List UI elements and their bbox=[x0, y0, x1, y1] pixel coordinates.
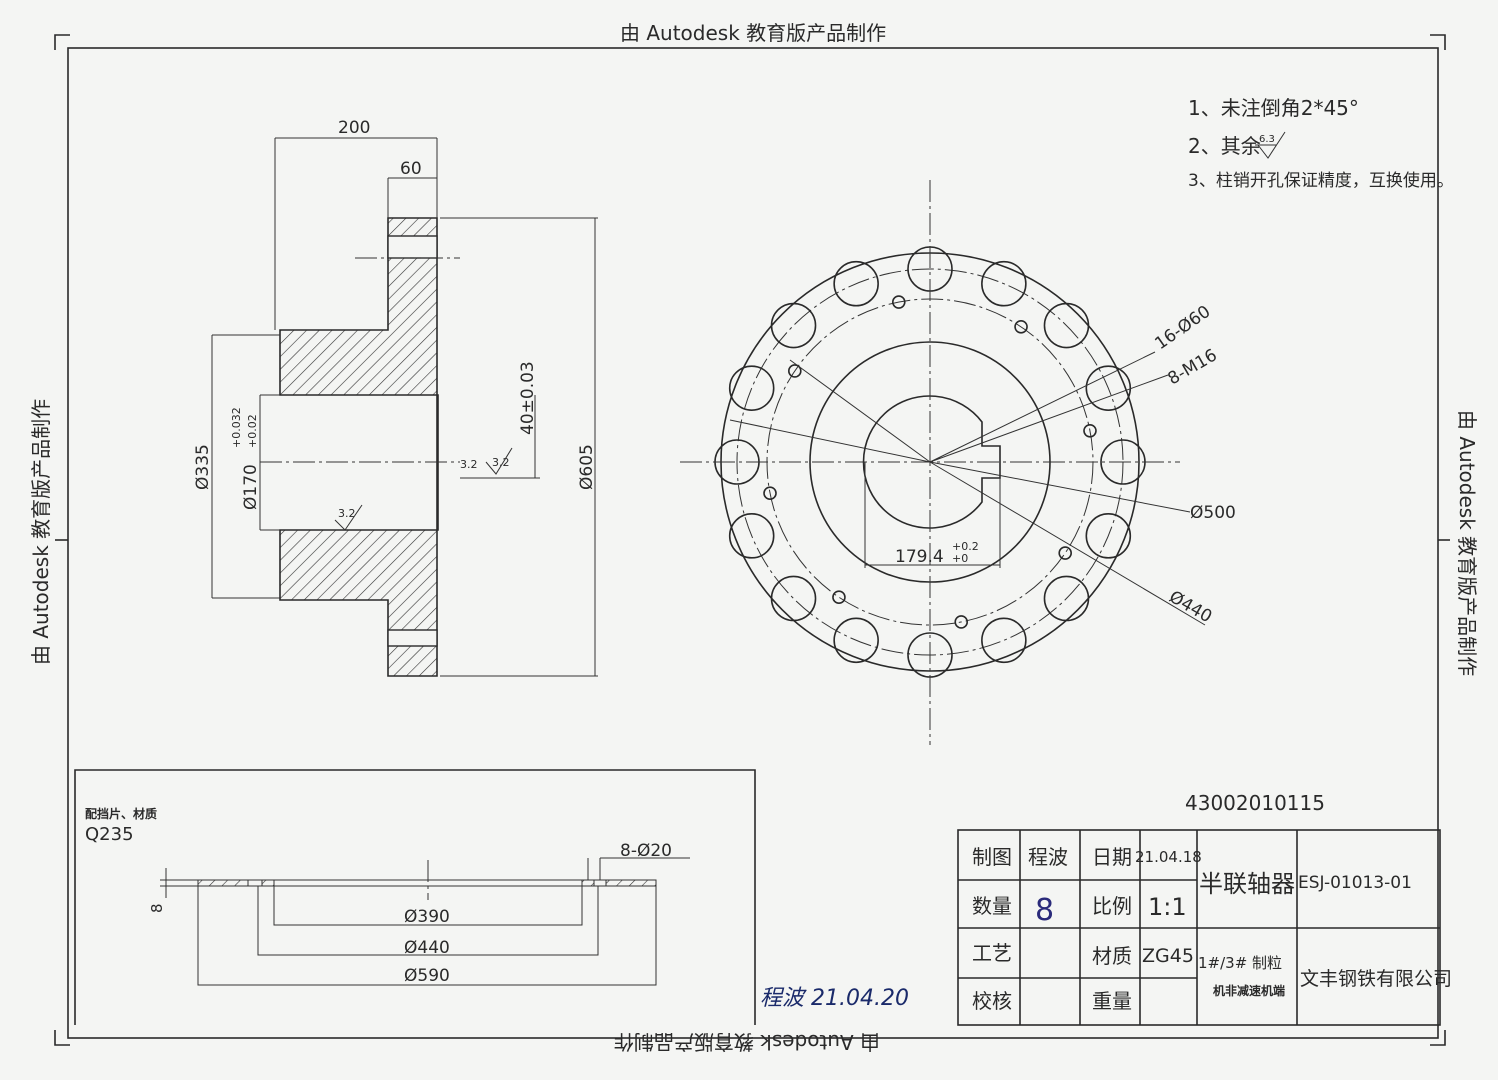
svg-text:16-Ø60: 16-Ø60 bbox=[1151, 302, 1214, 354]
svg-text:Ø440: Ø440 bbox=[1166, 587, 1216, 627]
washer-title: 配挡片、材质 bbox=[85, 806, 157, 821]
autodesk-banner-top: 由 Autodesk 教育版产品制作 bbox=[620, 21, 886, 45]
technical-notes: 1、未注倒角2*45° 2、其余 6.3 3、柱销开孔保证精度，互换使用。 bbox=[1188, 96, 1454, 191]
pin-hole bbox=[728, 365, 775, 411]
washer-detail: 配挡片、材质 Q235 8-Ø20 8 Ø390 Ø440 Ø590 bbox=[74, 769, 756, 1025]
pin-hole bbox=[981, 260, 1027, 307]
svg-text:8-M16: 8-M16 bbox=[1165, 345, 1221, 389]
front-view bbox=[680, 180, 1206, 745]
svg-text:179.4: 179.4 bbox=[895, 547, 944, 567]
svg-text:ESJ-01013-01: ESJ-01013-01 bbox=[1298, 873, 1412, 893]
svg-text:3.2: 3.2 bbox=[460, 458, 478, 471]
note-2: 2、其余 bbox=[1188, 134, 1261, 158]
svg-text:日期: 日期 bbox=[1092, 845, 1132, 869]
svg-text:Ø500: Ø500 bbox=[1190, 503, 1236, 523]
drawing-number: 43002010115 bbox=[1185, 791, 1325, 815]
svg-text:200: 200 bbox=[338, 118, 370, 138]
signature: 程波 21.04.20 bbox=[760, 986, 909, 1011]
roughness-symbol: 6.3 bbox=[1255, 131, 1286, 159]
svg-text:制图: 制图 bbox=[972, 845, 1012, 869]
svg-text:Ø605: Ø605 bbox=[577, 444, 597, 490]
autodesk-banner-left: 由 Autodesk 教育版产品制作 bbox=[29, 399, 53, 665]
pin-hole bbox=[728, 513, 775, 559]
front-view-labels: 16-Ø60 8-M16 Ø500 Ø440 179.4 +0.2 +0 bbox=[895, 302, 1236, 628]
section-view: 200 60 Ø335 Ø170 +0.032 +0.02 40±0.03 Ø6… bbox=[193, 118, 598, 677]
svg-text:8-Ø20: 8-Ø20 bbox=[620, 841, 672, 861]
svg-text:40±0.03: 40±0.03 bbox=[518, 361, 538, 435]
svg-text:Ø170: Ø170 bbox=[241, 464, 261, 510]
svg-text:半联轴器: 半联轴器 bbox=[1199, 870, 1295, 898]
leader-lines bbox=[729, 351, 1206, 626]
pin-hole bbox=[833, 617, 879, 664]
bore-with-keyway bbox=[862, 395, 1001, 529]
threaded-hole bbox=[832, 590, 846, 604]
svg-text:21.04.18: 21.04.18 bbox=[1135, 848, 1202, 866]
pin-hole bbox=[770, 575, 817, 622]
svg-text:Ø335: Ø335 bbox=[193, 444, 213, 490]
svg-text:+0.2: +0.2 bbox=[952, 540, 979, 553]
svg-text:机非减速机端: 机非减速机端 bbox=[1213, 983, 1285, 998]
svg-text:Ø390: Ø390 bbox=[404, 907, 450, 927]
svg-text:1#/3# 制粒: 1#/3# 制粒 bbox=[1198, 954, 1282, 972]
threaded-hole bbox=[1083, 423, 1097, 438]
svg-text:6.3: 6.3 bbox=[1259, 134, 1275, 145]
svg-text:3.2: 3.2 bbox=[338, 507, 356, 520]
svg-text:+0.02: +0.02 bbox=[246, 414, 259, 448]
pin-hole bbox=[770, 302, 817, 349]
title-block: 制图 程波 日期 21.04.18 数量 8 比例 1:1 工艺 材质 ZG45… bbox=[957, 829, 1452, 1026]
svg-text:+0: +0 bbox=[952, 552, 968, 565]
svg-text:材质: 材质 bbox=[1092, 944, 1132, 968]
svg-text:ZG45: ZG45 bbox=[1142, 945, 1194, 967]
pin-hole bbox=[1043, 575, 1090, 622]
note-3: 3、柱销开孔保证精度，互换使用。 bbox=[1188, 170, 1454, 191]
threaded-hole bbox=[763, 486, 777, 501]
threaded-hole bbox=[788, 364, 802, 378]
svg-text:重量: 重量 bbox=[1092, 989, 1132, 1013]
svg-text:工艺: 工艺 bbox=[972, 941, 1012, 965]
autodesk-banner-bottom: 由 Autodesk 教育版产品制作 bbox=[614, 1030, 880, 1054]
threaded-hole bbox=[1058, 546, 1072, 560]
pin-hole bbox=[1085, 365, 1132, 411]
pin-hole bbox=[1085, 513, 1132, 559]
svg-text:比例: 比例 bbox=[1092, 894, 1132, 918]
svg-text:8: 8 bbox=[1035, 893, 1054, 928]
threaded-hole bbox=[954, 615, 969, 629]
note-1: 1、未注倒角2*45° bbox=[1188, 96, 1359, 120]
svg-text:1:1: 1:1 bbox=[1148, 893, 1187, 921]
svg-text:60: 60 bbox=[400, 159, 422, 179]
svg-text:8: 8 bbox=[148, 903, 166, 913]
svg-text:数量: 数量 bbox=[972, 894, 1012, 918]
svg-text:Ø590: Ø590 bbox=[404, 966, 450, 986]
autodesk-banner-right: 由 Autodesk 教育版产品制作 bbox=[1455, 410, 1479, 676]
svg-text:Ø440: Ø440 bbox=[404, 938, 450, 958]
threaded-hole bbox=[891, 295, 906, 309]
pin-hole bbox=[1043, 302, 1090, 349]
pin-hole bbox=[833, 260, 879, 307]
svg-text:文丰钢铁有限公司: 文丰钢铁有限公司 bbox=[1300, 968, 1452, 990]
threaded-hole bbox=[1014, 320, 1028, 334]
svg-text:校核: 校核 bbox=[972, 989, 1012, 1013]
pin-hole bbox=[981, 617, 1027, 664]
sheet-frame bbox=[54, 34, 1450, 1046]
washer-material: Q235 bbox=[85, 824, 134, 845]
svg-text:程波: 程波 bbox=[1028, 845, 1068, 869]
svg-text:+0.032: +0.032 bbox=[230, 407, 243, 448]
